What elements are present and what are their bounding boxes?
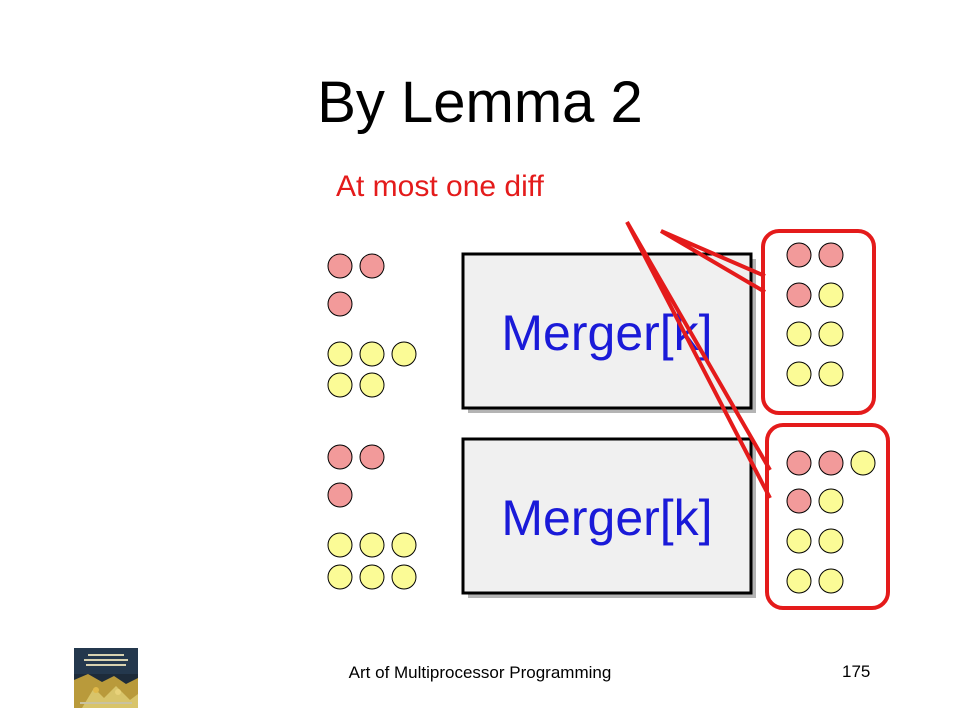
output-token-yellow bbox=[818, 488, 844, 514]
callout-pointer-top bbox=[659, 229, 767, 294]
output-token-yellow bbox=[818, 361, 844, 387]
merger-label-top: Merger[k] bbox=[501, 305, 712, 361]
merger-box-frame bbox=[461, 252, 753, 410]
output-token-yellow bbox=[786, 321, 812, 347]
output-token-red bbox=[786, 282, 812, 308]
output-token-red bbox=[786, 242, 812, 268]
footer-title: Art of Multiprocessor Programming bbox=[348, 663, 612, 682]
input-token-red bbox=[327, 291, 353, 317]
merger-box-bottom: Merger[k] bbox=[461, 437, 756, 598]
output-token-yellow bbox=[786, 568, 812, 594]
output-token-red bbox=[818, 450, 844, 476]
input-token-yellow bbox=[391, 341, 417, 367]
input-token-yellow bbox=[327, 372, 353, 398]
output-highlight-bottom bbox=[765, 423, 890, 610]
token-layer bbox=[327, 242, 876, 594]
output-token-red bbox=[786, 488, 812, 514]
output-token-yellow bbox=[818, 321, 844, 347]
output-token-yellow bbox=[818, 568, 844, 594]
output-highlight-top bbox=[761, 229, 876, 415]
input-token-yellow bbox=[327, 341, 353, 367]
book-cover-icon bbox=[74, 648, 138, 708]
input-token-red bbox=[327, 444, 353, 470]
input-token-red bbox=[359, 253, 385, 279]
input-token-red bbox=[327, 482, 353, 508]
annotation-at-most-one-diff: At most one diff bbox=[336, 170, 544, 203]
input-token-yellow bbox=[327, 564, 353, 590]
output-token-red bbox=[786, 450, 812, 476]
merger-box-frame bbox=[461, 437, 753, 595]
merger-box-top: Merger[k] bbox=[461, 252, 756, 413]
input-token-yellow bbox=[391, 532, 417, 558]
input-token-red bbox=[327, 253, 353, 279]
output-token-yellow bbox=[850, 450, 876, 476]
slide-title: By Lemma 2 bbox=[317, 70, 643, 135]
output-token-yellow bbox=[818, 528, 844, 554]
page-number: 175 bbox=[842, 662, 871, 681]
input-token-yellow bbox=[327, 532, 353, 558]
input-token-yellow bbox=[391, 564, 417, 590]
output-token-yellow bbox=[786, 361, 812, 387]
input-token-yellow bbox=[359, 372, 385, 398]
input-token-yellow bbox=[359, 564, 385, 590]
output-token-yellow bbox=[786, 528, 812, 554]
input-token-yellow bbox=[359, 341, 385, 367]
merger-label-bottom: Merger[k] bbox=[501, 490, 712, 546]
callout-pointer-bottom bbox=[625, 221, 772, 499]
output-token-yellow bbox=[818, 282, 844, 308]
input-token-red bbox=[359, 444, 385, 470]
input-token-yellow bbox=[359, 532, 385, 558]
output-token-red bbox=[818, 242, 844, 268]
